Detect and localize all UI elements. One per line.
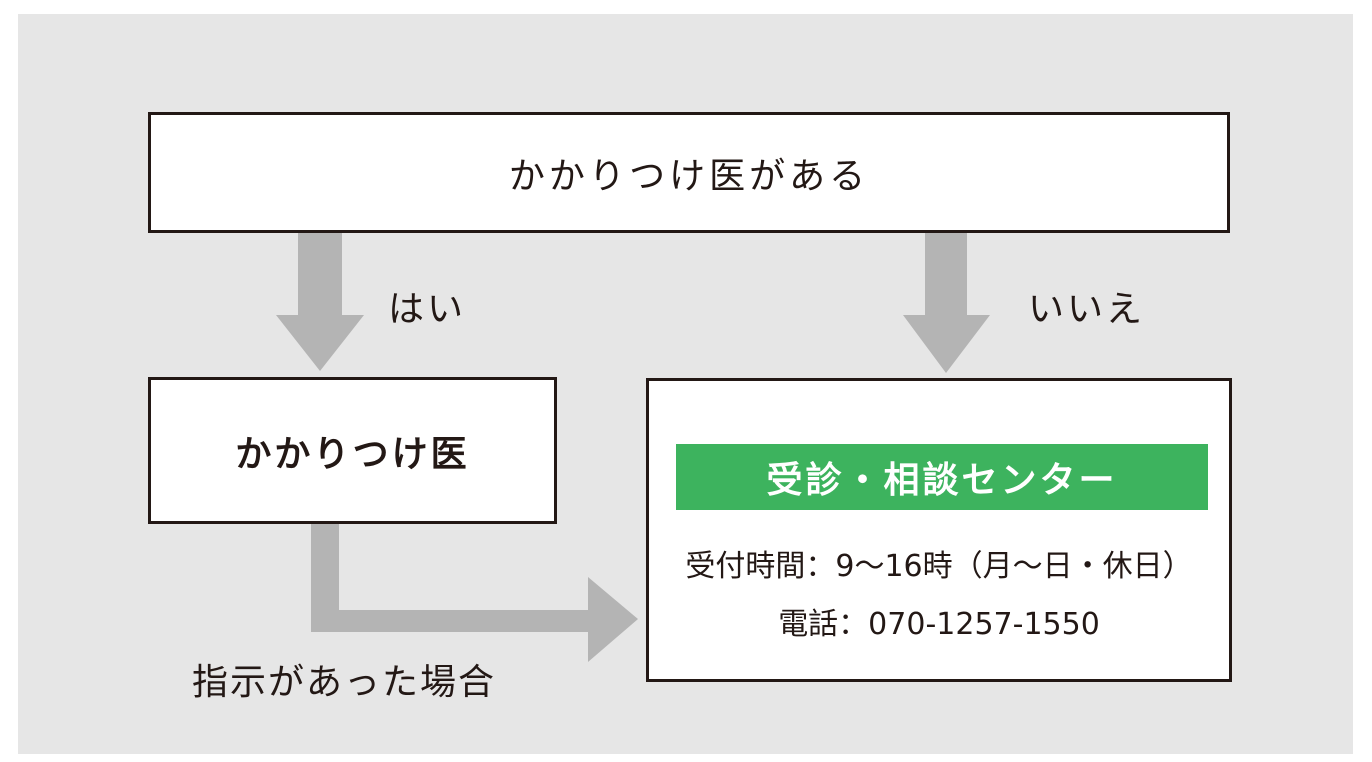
instruct-arrow [311,524,638,662]
question-box: かかりつけ医がある [148,112,1230,233]
family-doctor-box: かかりつけ医 [148,377,557,524]
question-label: かかりつけ医がある [508,155,870,197]
family-doctor-label: かかりつけ医 [235,433,470,475]
consultation-center-box: 受診・相談センター 受付時間：9～16時（月～日・休日） 電話：070-1257… [646,378,1232,682]
reception-hours: 受付時間：9～16時（月～日・休日） [685,549,1193,584]
consultation-center-title: 受診・相談センター [676,444,1208,510]
no-label: いいえ [1028,289,1146,330]
yes-arrow [276,233,364,371]
instruct-label: 指示があった場合 [192,662,497,703]
no-arrow [903,233,990,373]
phone-number: 電話：070-1257-1550 [778,607,1100,642]
yes-label: はい [388,289,467,330]
